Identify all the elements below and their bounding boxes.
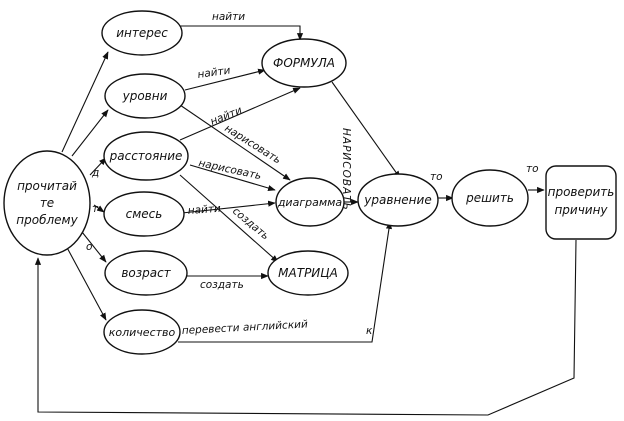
- edge-label-find-distance: найти: [209, 104, 244, 128]
- node-formula-label: ФОРМУЛА: [273, 56, 335, 70]
- edge-levels-to-diagram: [179, 104, 291, 181]
- edge-check-to-read-loop: [34, 239, 577, 416]
- node-age-label: возраст: [121, 266, 171, 280]
- edge-label-to-solve: то: [526, 163, 539, 175]
- node-distance: расстояние: [103, 131, 189, 181]
- edge-mixture-to-diagram: [181, 200, 276, 214]
- edge-read-to-interest: [61, 51, 109, 153]
- node-check-reason-line-2: причину: [554, 203, 608, 217]
- edge-quantity-to-equation: [178, 221, 393, 343]
- node-matrix: МАТРИЦА: [267, 250, 349, 296]
- node-quantity: количество: [103, 309, 181, 355]
- edges: [34, 25, 577, 416]
- edge-read-to-levels: [71, 109, 109, 157]
- node-read-problem-line-3: проблему: [16, 213, 78, 227]
- edge-label-draw-vertical: НАРИСОВАТЬ: [340, 128, 352, 211]
- node-mixture: смесь: [103, 191, 185, 237]
- edge-read-to-mixture: [93, 204, 105, 213]
- edge-label-create-distance: создать: [230, 205, 271, 242]
- edge-read-to-age: [81, 231, 107, 263]
- edge-formula-to-equation: [331, 81, 401, 179]
- edge-label-draw-levels: нарисовать: [222, 122, 283, 166]
- node-check-reason: проверить причину: [545, 165, 617, 240]
- nodes: прочитай те проблему интерес уровни расс…: [3, 10, 617, 355]
- node-levels-label: уровни: [122, 89, 168, 103]
- edge-label-d: д: [91, 167, 99, 179]
- node-equation: уравнение: [357, 173, 439, 227]
- node-age: возраст: [104, 250, 188, 296]
- node-quantity-label: количество: [109, 326, 176, 339]
- node-interest: интерес: [101, 10, 183, 56]
- edge-label-draw-distance: нарисовать: [197, 157, 262, 182]
- edge-label-find-interest: найти: [212, 11, 245, 23]
- edge-distance-to-formula: [179, 87, 301, 141]
- node-solve: решить: [451, 169, 529, 227]
- edge-label-translate: перевести английский: [182, 318, 309, 337]
- edge-levels-to-formula: [184, 68, 266, 91]
- edge-label-to-equation: то: [430, 171, 443, 183]
- edge-label-o: о: [86, 241, 92, 253]
- edge-read-to-distance: [89, 157, 107, 176]
- node-read-problem-line-1: прочитай: [17, 179, 77, 193]
- node-mixture-label: смесь: [126, 207, 163, 221]
- edge-label-t: т: [92, 203, 99, 215]
- edge-interest-to-formula: [180, 25, 304, 41]
- edge-label-find-levels: найти: [197, 64, 232, 81]
- node-distance-label: расстояние: [109, 149, 183, 163]
- node-equation-label: уравнение: [363, 193, 431, 207]
- edge-distance-to-matrix: [179, 174, 279, 263]
- node-diagram-label: диаграмма: [277, 196, 343, 209]
- node-matrix-label: МАТРИЦА: [278, 266, 338, 280]
- edge-label-find-mixture: найти: [187, 203, 221, 217]
- node-read-problem-line-2: те: [40, 196, 54, 210]
- node-levels: уровни: [104, 73, 186, 119]
- node-formula: ФОРМУЛА: [261, 38, 347, 88]
- edge-label-create-age: создать: [200, 279, 244, 291]
- edge-read-to-quantity: [63, 241, 107, 321]
- node-check-reason-line-1: проверить: [548, 185, 615, 199]
- node-diagram: диаграмма: [275, 177, 345, 227]
- edge-label-k: к: [366, 325, 373, 337]
- node-read-problem: прочитай те проблему: [3, 150, 91, 256]
- node-interest-label: интерес: [116, 26, 168, 40]
- node-solve-label: решить: [465, 191, 514, 205]
- edge-distance-to-diagram: [189, 164, 276, 191]
